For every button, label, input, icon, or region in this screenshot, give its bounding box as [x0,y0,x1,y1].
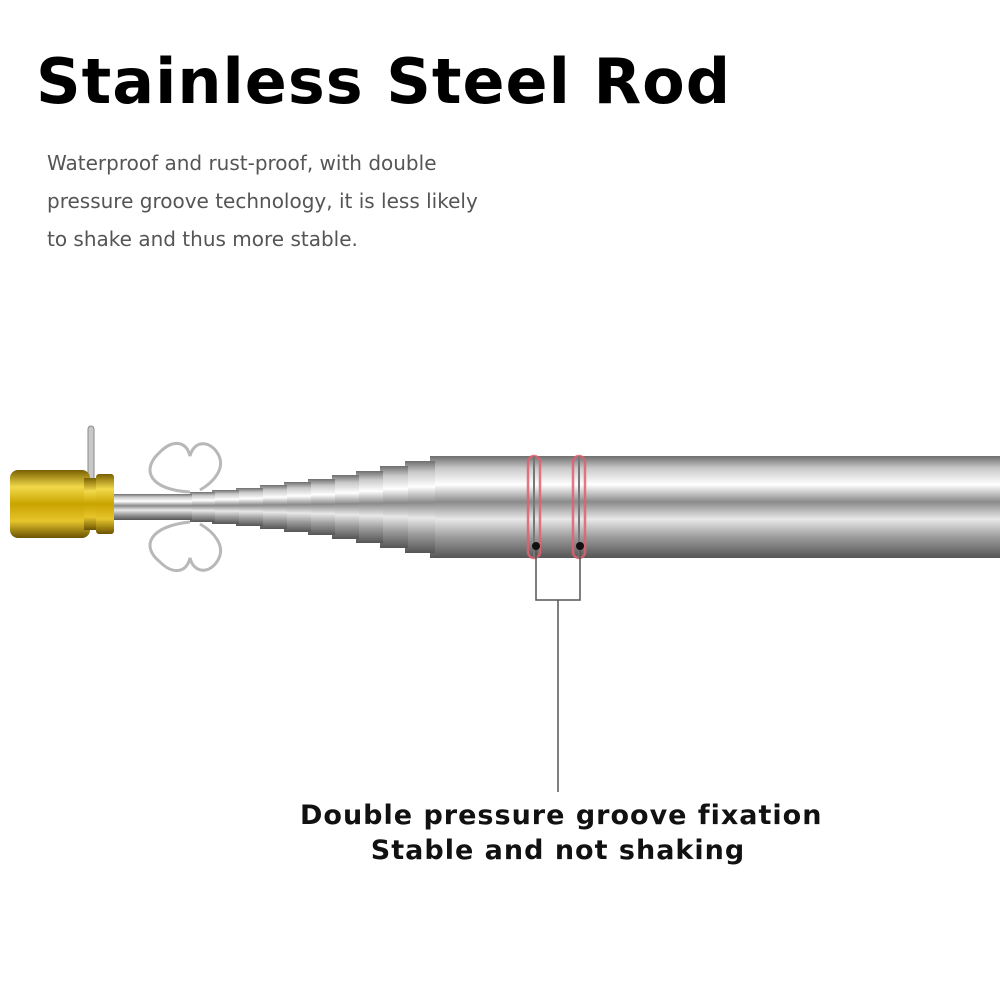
pressure-grooves [526,454,587,560]
description-line: to shake and thus more stable. [47,227,358,251]
telescopic-rod [112,461,435,553]
description-line: pressure groove technology, it is less l… [47,189,478,213]
callout-line-1: Double pressure groove fixation [300,800,823,831]
callout-text: Double pressure groove fixation Stable a… [300,798,823,868]
gold-tip-cap [10,470,114,538]
callout-leader [532,542,584,792]
description: Waterproof and rust-proof, with double p… [47,144,517,258]
rod-main-section [430,456,1000,558]
page-title: Stainless Steel Rod [36,45,732,118]
description-line: Waterproof and rust-proof, with double [47,151,437,175]
callout-line-2: Stable and not shaking [370,835,746,866]
wire-clip [148,442,223,572]
